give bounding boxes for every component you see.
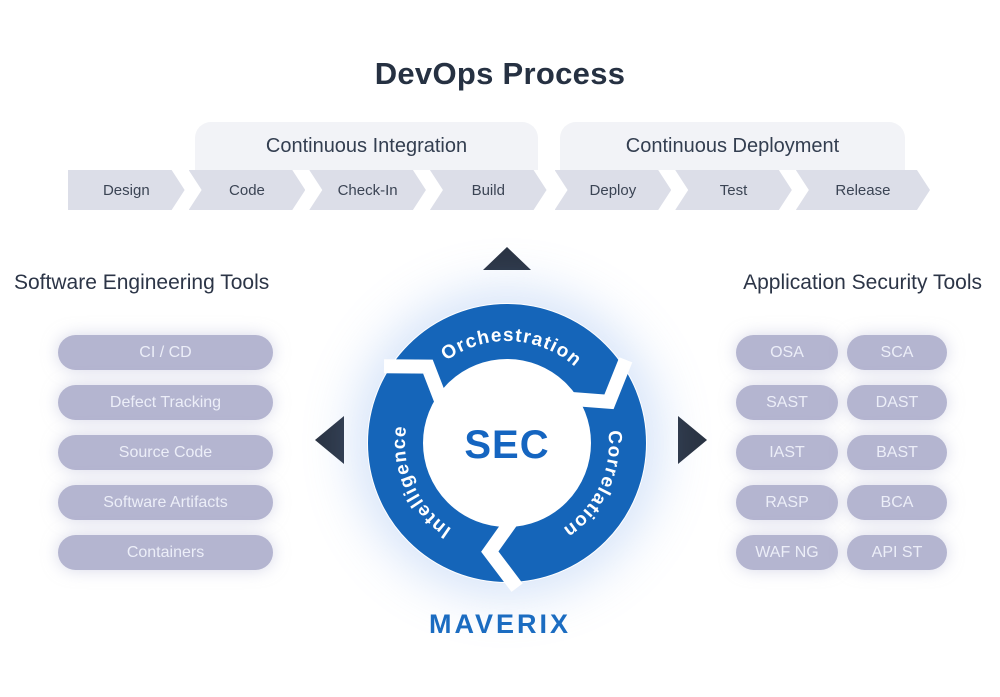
pill-sast: SAST bbox=[736, 385, 838, 420]
cycle-ring bbox=[368, 304, 646, 582]
pill-dast: DAST bbox=[847, 385, 947, 420]
step-deploy: Deploy bbox=[555, 170, 672, 210]
right-panel-heading: Application Security Tools bbox=[743, 271, 982, 294]
pill-bast: BAST bbox=[847, 435, 947, 470]
segment-notch bbox=[569, 357, 633, 410]
segment-notch bbox=[481, 515, 523, 592]
step-build: Build bbox=[430, 170, 547, 210]
step-design: Design bbox=[68, 170, 185, 210]
pill-rasp: RASP bbox=[736, 485, 838, 520]
step-check-in: Check-In bbox=[309, 170, 426, 210]
step-release: Release bbox=[796, 170, 930, 210]
pill-iast: IAST bbox=[736, 435, 838, 470]
arrow-up-icon bbox=[483, 247, 531, 270]
pill-sca: SCA bbox=[847, 335, 947, 370]
arrow-left-icon bbox=[315, 416, 344, 464]
pill-containers: Containers bbox=[58, 535, 273, 570]
pill-defect-tracking: Defect Tracking bbox=[58, 385, 273, 420]
pill-osa: OSA bbox=[736, 335, 838, 370]
arrow-right-icon bbox=[678, 416, 707, 464]
pill-source-code: Source Code bbox=[58, 435, 273, 470]
pill-software-artifacts: Software Artifacts bbox=[58, 485, 273, 520]
pill-ci-cd: CI / CD bbox=[58, 335, 273, 370]
pill-api-st: API ST bbox=[847, 535, 947, 570]
brand-logo: MAVERIX bbox=[428, 609, 571, 639]
left-panel-heading: Software Engineering Tools bbox=[14, 271, 270, 294]
page-title: DevOps Process bbox=[374, 56, 626, 91]
sec-cycle-graphic: Orchestration Correlation Intelligence S… bbox=[368, 304, 646, 592]
step-code: Code bbox=[189, 170, 306, 210]
phase-label: Continuous Integration bbox=[265, 134, 468, 157]
pill-waf-ng: WAF NG bbox=[736, 535, 838, 570]
phase-continuous-deployment: Continuous Deployment bbox=[560, 122, 905, 170]
process-flow-bar: Design Code Check-In Build Deploy Test R… bbox=[68, 170, 930, 210]
phase-continuous-integration: Continuous Integration bbox=[195, 122, 538, 170]
segment-notch bbox=[383, 359, 449, 405]
security-tools-column-2: SCA DAST BAST BCA API ST bbox=[847, 335, 947, 570]
software-engineering-tools-list: CI / CD Defect Tracking Source Code Soft… bbox=[58, 335, 273, 570]
pill-bca: BCA bbox=[847, 485, 947, 520]
security-tools-column-1: OSA SAST IAST RASP WAF NG bbox=[736, 335, 838, 570]
step-test: Test bbox=[675, 170, 792, 210]
cycle-center-label: SEC bbox=[464, 423, 549, 467]
phase-label: Continuous Deployment bbox=[625, 134, 840, 157]
